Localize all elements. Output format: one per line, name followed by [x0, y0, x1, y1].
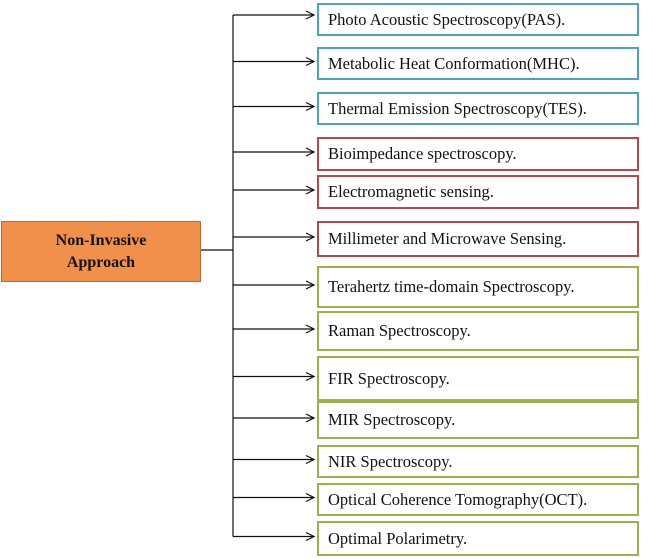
method-box: Bioimpedance spectroscopy.	[317, 137, 639, 171]
method-label: NIR Spectroscopy.	[328, 451, 453, 471]
method-label: Photo Acoustic Spectroscopy(PAS).	[328, 9, 566, 29]
root-node: Non-Invasive Approach	[1, 221, 201, 282]
method-box: Optical Coherence Tomography(OCT).	[317, 483, 639, 516]
method-label: Optical Coherence Tomography(OCT).	[328, 489, 588, 509]
method-label: Thermal Emission Spectroscopy(TES).	[328, 98, 587, 118]
arrow-head	[305, 280, 316, 290]
method-label: FIR Spectroscopy.	[328, 368, 450, 388]
method-label: Millimeter and Microwave Sensing.	[328, 229, 567, 248]
arrow-head	[305, 413, 316, 423]
method-label: MIR Spectroscopy.	[328, 410, 456, 429]
method-label: Raman Spectroscopy.	[328, 321, 471, 340]
method-box: NIR Spectroscopy.	[317, 445, 639, 478]
method-box: FIR Spectroscopy.	[317, 356, 639, 401]
method-box: MIR Spectroscopy.	[317, 401, 639, 439]
method-label: Metabolic Heat Conformation(MHC).	[328, 53, 580, 73]
root-node-label: Non-Invasive Approach	[55, 231, 147, 271]
arrow-head	[305, 232, 316, 242]
method-box: Thermal Emission Spectroscopy(TES).	[317, 92, 639, 125]
method-box: Optimal Polarimetry.	[317, 521, 639, 556]
method-label: Bioimpedance spectroscopy.	[328, 144, 517, 163]
method-box: Terahertz time-domain Spectroscopy.	[317, 266, 639, 308]
method-label: Optimal Polarimetry.	[328, 528, 468, 548]
arrow-head	[305, 454, 316, 465]
method-box: Photo Acoustic Spectroscopy(PAS).	[317, 3, 639, 36]
method-label: Electromagnetic sensing.	[328, 182, 494, 201]
method-box: Metabolic Heat Conformation(MHC).	[317, 47, 639, 80]
arrow-head	[305, 371, 316, 382]
arrow-head	[305, 56, 316, 67]
arrow-head	[305, 324, 316, 334]
arrow-head	[305, 147, 316, 157]
arrow-head	[305, 10, 316, 20]
arrow-head	[305, 492, 316, 503]
arrow-head	[305, 185, 316, 195]
method-label: Terahertz time-domain Spectroscopy.	[328, 277, 575, 296]
arrow-head	[305, 531, 316, 542]
method-box: Millimeter and Microwave Sensing.	[317, 221, 639, 257]
arrow-head	[305, 101, 316, 112]
method-box: Electromagnetic sensing.	[317, 175, 639, 209]
method-box: Raman Spectroscopy.	[317, 311, 639, 351]
